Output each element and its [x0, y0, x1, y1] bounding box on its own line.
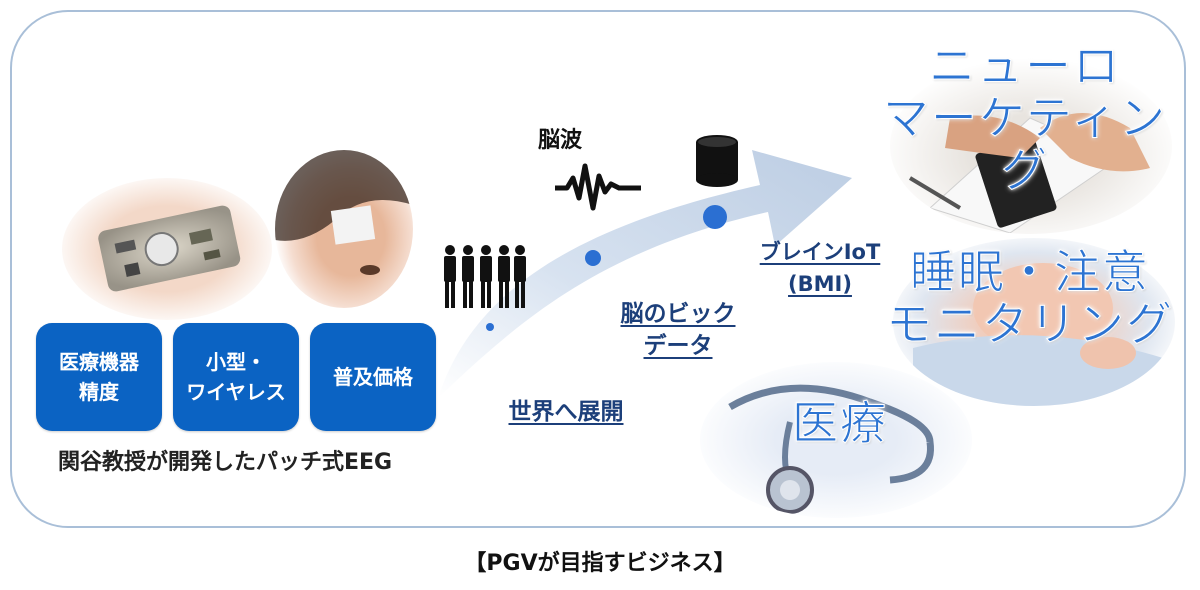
patch-device-photo [62, 178, 272, 320]
patch-eeg-caption: 関谷教授が開発したパッチ式EEG [58, 450, 393, 475]
feature-box-accuracy: 医療機器 精度 [36, 323, 162, 431]
growth-dot-large [703, 205, 727, 229]
brain-iot-label: ブレインIoT (BMI) [759, 240, 881, 296]
medical-label: 医療 [792, 396, 888, 450]
handshake-photo [890, 58, 1172, 234]
global-expansion-label: 世界へ展開 [508, 399, 624, 425]
feature-box-price: 普及価格 [310, 323, 436, 431]
growth-dot-small [486, 323, 494, 331]
wave-icon [555, 163, 641, 211]
feature-box-wireless: 小型・ ワイヤレス [173, 323, 299, 431]
sleeping-baby-photo [893, 238, 1175, 406]
bottom-caption: 【PGVが目指すビジネス】 [464, 551, 736, 576]
brainwave-label: 脳波 [538, 128, 583, 153]
stethoscope-photo [700, 362, 972, 518]
neuro-marketing-label: ニューロ マーケティング [882, 39, 1168, 197]
sleep-attention-label: 睡眠・注意 モニタリング [886, 245, 1174, 351]
child-patch-photo [275, 150, 413, 308]
people-icon [444, 245, 526, 308]
database-icon [696, 135, 738, 187]
growth-dot-medium [585, 250, 601, 266]
brain-bigdata-label: 脳のビック データ [620, 301, 736, 359]
